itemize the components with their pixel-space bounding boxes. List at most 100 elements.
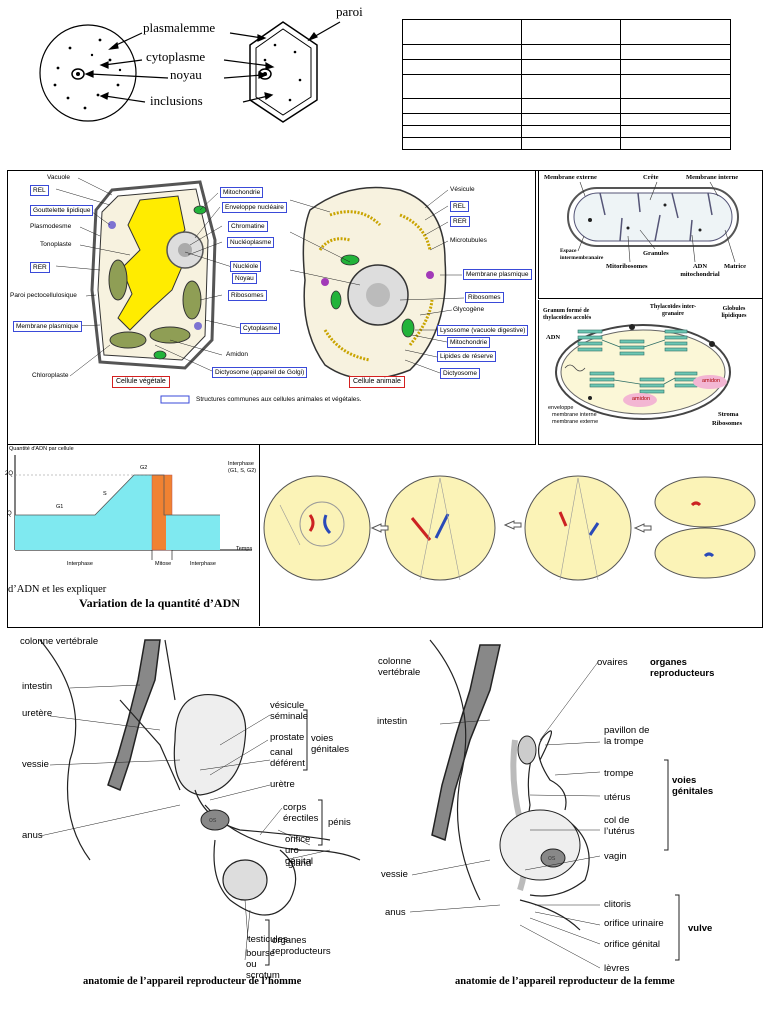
male-caption: anatomie de l’appareil reproducteur de l… [83, 976, 302, 987]
male-label-uretre: urètre [270, 779, 295, 790]
female-label-orifice-urinaire: orifice urinaire [604, 918, 664, 929]
label-amidon: Amidon [226, 351, 249, 358]
mito-label-ext: Membrane externe [544, 174, 597, 181]
dna-x-interphase: Interphase [67, 561, 93, 567]
label-ribosomes-mid: Ribosomes [228, 290, 267, 301]
mito-label-espace: Espace intermembranaire [560, 248, 604, 261]
male-label-corps: corps érectiles [283, 802, 319, 824]
label-vesicule: Vésicule [450, 186, 475, 193]
dna-tick-2q: 2Q [5, 471, 14, 477]
male-label-gland: gland [288, 858, 312, 869]
table-cell[interactable] [620, 137, 731, 150]
male-group-penis: pénis [328, 817, 351, 828]
label-tonoplaste: Tonoplaste [40, 241, 72, 248]
chloro-label-thylacoides: Thylacoïdes inter-granaire [649, 304, 697, 317]
dna-tick-q: Q [7, 511, 12, 517]
mitochondrion-icon [340, 254, 360, 266]
male-label-anus: anus [22, 830, 43, 841]
label-rer: RER [30, 262, 50, 273]
table-cell[interactable] [402, 74, 522, 99]
label-vacuole: Vacuole [47, 174, 71, 181]
male-group-organes: organes reproducteurs [272, 935, 331, 957]
dna-chart-panel [7, 444, 260, 626]
dna-g1: G1 [56, 504, 64, 510]
arrow-icon [370, 523, 389, 533]
label-rel-animal: REL [450, 201, 469, 212]
table-cell[interactable] [521, 19, 621, 45]
dna-interphase2-area [166, 515, 220, 550]
dna-caption: Variation de la quantité d’ADN [79, 596, 240, 610]
male-bladder [173, 693, 247, 796]
chloro-label-enveloppe: enveloppe [548, 405, 574, 411]
chloroplast-icon [108, 259, 128, 301]
male-label-intestin: intestin [22, 681, 53, 692]
mitosis-prophase [263, 475, 371, 581]
label-noyau: noyau [170, 67, 202, 82]
mito-label-matrice: Matrice [724, 263, 747, 270]
male-group-voies: voies génitales [311, 733, 350, 755]
chloro-label-membrane-externe: membrane externe [552, 419, 599, 425]
mitosis-anaphase [524, 475, 632, 581]
label-lysosome: Lysosome (vacuole digestive) [437, 325, 529, 336]
label-glycogene: Glycogène [453, 306, 485, 313]
chloro-label-ribosomes: Ribosomes [712, 420, 742, 427]
mitochondria-panel [538, 170, 762, 299]
plant-cell-title: Cellule végétale [112, 376, 170, 388]
male-label-testicules: testicules [248, 934, 288, 945]
female-label-clitoris: clitoris [604, 899, 631, 910]
mitochondrion-icon [330, 290, 342, 310]
plant-nucleolus [178, 243, 192, 257]
label-enveloppe-nucleaire: Enveloppe nucléaire [222, 202, 287, 213]
female-label-levres: lèvres [604, 963, 630, 974]
cell-diagram-panel [7, 170, 536, 445]
female-label-orifice-genital: orifice génital [604, 939, 660, 950]
male-label-colonne: colonne vertébrale [20, 636, 99, 647]
dna-g2: G2 [140, 465, 148, 471]
male-label-bourse: bourse ou scrotum [246, 948, 280, 981]
dna-phase-label: Interphase (G1, S, G2) [228, 461, 257, 474]
female-label-vessie: vessie [381, 869, 408, 880]
female-os [540, 848, 566, 868]
table-cell[interactable] [620, 74, 731, 99]
chloroplast-panel [538, 300, 762, 445]
empty-answer-table [402, 19, 731, 150]
female-label-colonne: colonne vertébrale [378, 656, 421, 678]
hex-cell-membrane [255, 28, 312, 116]
label-membrane-plasmique: Membrane plasmique [13, 321, 82, 332]
male-label-orifice: orifice uro-génital [285, 834, 313, 867]
label-rer-animal: RER [450, 216, 470, 227]
label-inclusions: inclusions [150, 93, 203, 108]
mito-label-mitoribosomes: Mitoribosomes [606, 263, 648, 270]
chloro-label-amidon-1: amidon [702, 378, 721, 384]
male-label-prostate: prostate [270, 732, 305, 743]
female-label-uterus: utérus [604, 792, 631, 803]
female-label-intestin: intestin [377, 716, 408, 727]
dna-x-mitose: Mitose [155, 561, 172, 567]
female-ovary [517, 735, 537, 765]
label-paroi-pecto: Paroi pectocellulosique [10, 292, 77, 299]
chloroplast-icon [149, 326, 191, 344]
chloro-label-globules: Globules lipidiques [721, 306, 747, 319]
female-bladder [499, 809, 581, 881]
label-plasmalemme: plasmalemme [143, 20, 216, 35]
mitochondrion-icon [401, 318, 415, 338]
dna-s: S [103, 491, 107, 497]
female-label-trompe: trompe [604, 768, 634, 779]
chloro-label-granum: Granum formé de thylacoïdes accolés [543, 308, 592, 321]
amidon-grain [623, 393, 657, 407]
female-os-label: os [548, 855, 556, 862]
female-label-pavillon: pavillon de la trompe [604, 725, 650, 747]
label-mitochondrie-animal: Mitochondrie [447, 337, 491, 348]
male-os [200, 809, 230, 831]
dna-ylabel: Quantité d'ADN par cellule [9, 446, 74, 452]
female-label-ovaires: ovaires [597, 657, 628, 668]
chloro-label-stroma: Stroma [718, 411, 739, 418]
label-lipides: Lipides de réserve [437, 351, 497, 362]
dna-x-interphase-2: Interphase [190, 561, 216, 567]
male-label-uretere: uretère [22, 708, 53, 719]
